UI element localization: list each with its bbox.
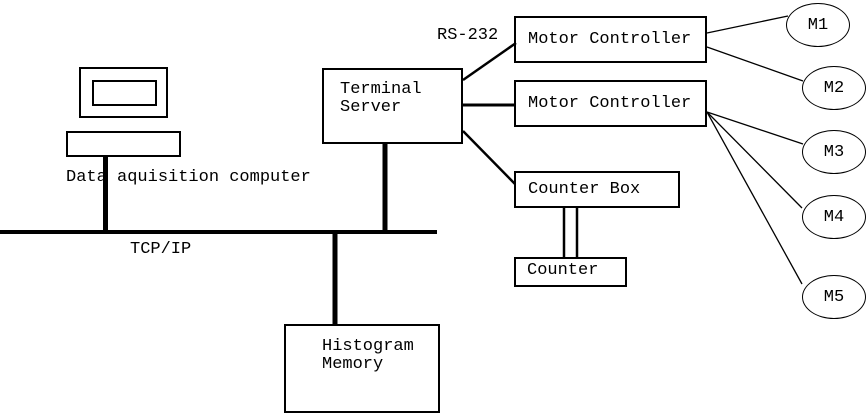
edge-motor-controller-1-m2 xyxy=(706,46,804,82)
motor-controller-1-node: Motor Controller xyxy=(514,16,707,63)
counter-box-node: Counter Box xyxy=(514,171,680,208)
data-acquisition-computer-label: Data aquisition computer xyxy=(66,168,311,187)
edge-motor-controller-1-m1 xyxy=(706,15,789,34)
motor-m5-node: M5 xyxy=(802,275,866,319)
edge-terminal-server-counter-box xyxy=(462,130,516,185)
edge-motor-controller-2-m5 xyxy=(706,111,803,285)
edge-motor-controller-2-m3 xyxy=(706,111,804,145)
counter-node: Counter xyxy=(514,257,627,287)
computer-monitor-icon xyxy=(79,67,168,118)
motor-controller-2-node: Motor Controller xyxy=(514,80,707,127)
terminal-server-node: Terminal Server xyxy=(322,68,463,144)
tcp-ip-label: TCP/IP xyxy=(130,240,192,259)
edge-motor-controller-2-m4 xyxy=(706,111,803,209)
computer-screen-icon xyxy=(92,80,157,106)
computer-keyboard-icon xyxy=(66,131,181,157)
motor-m2-node: M2 xyxy=(802,66,866,110)
motor-m4-node: M4 xyxy=(802,195,866,239)
rs-232-label: RS-232 xyxy=(437,26,499,45)
motor-m3-node: M3 xyxy=(802,130,866,174)
motor-m1-node: M1 xyxy=(786,3,850,47)
histogram-memory-node: Histogram Memory xyxy=(284,324,440,413)
edge-terminal-server-motor-controller-1 xyxy=(462,41,517,82)
